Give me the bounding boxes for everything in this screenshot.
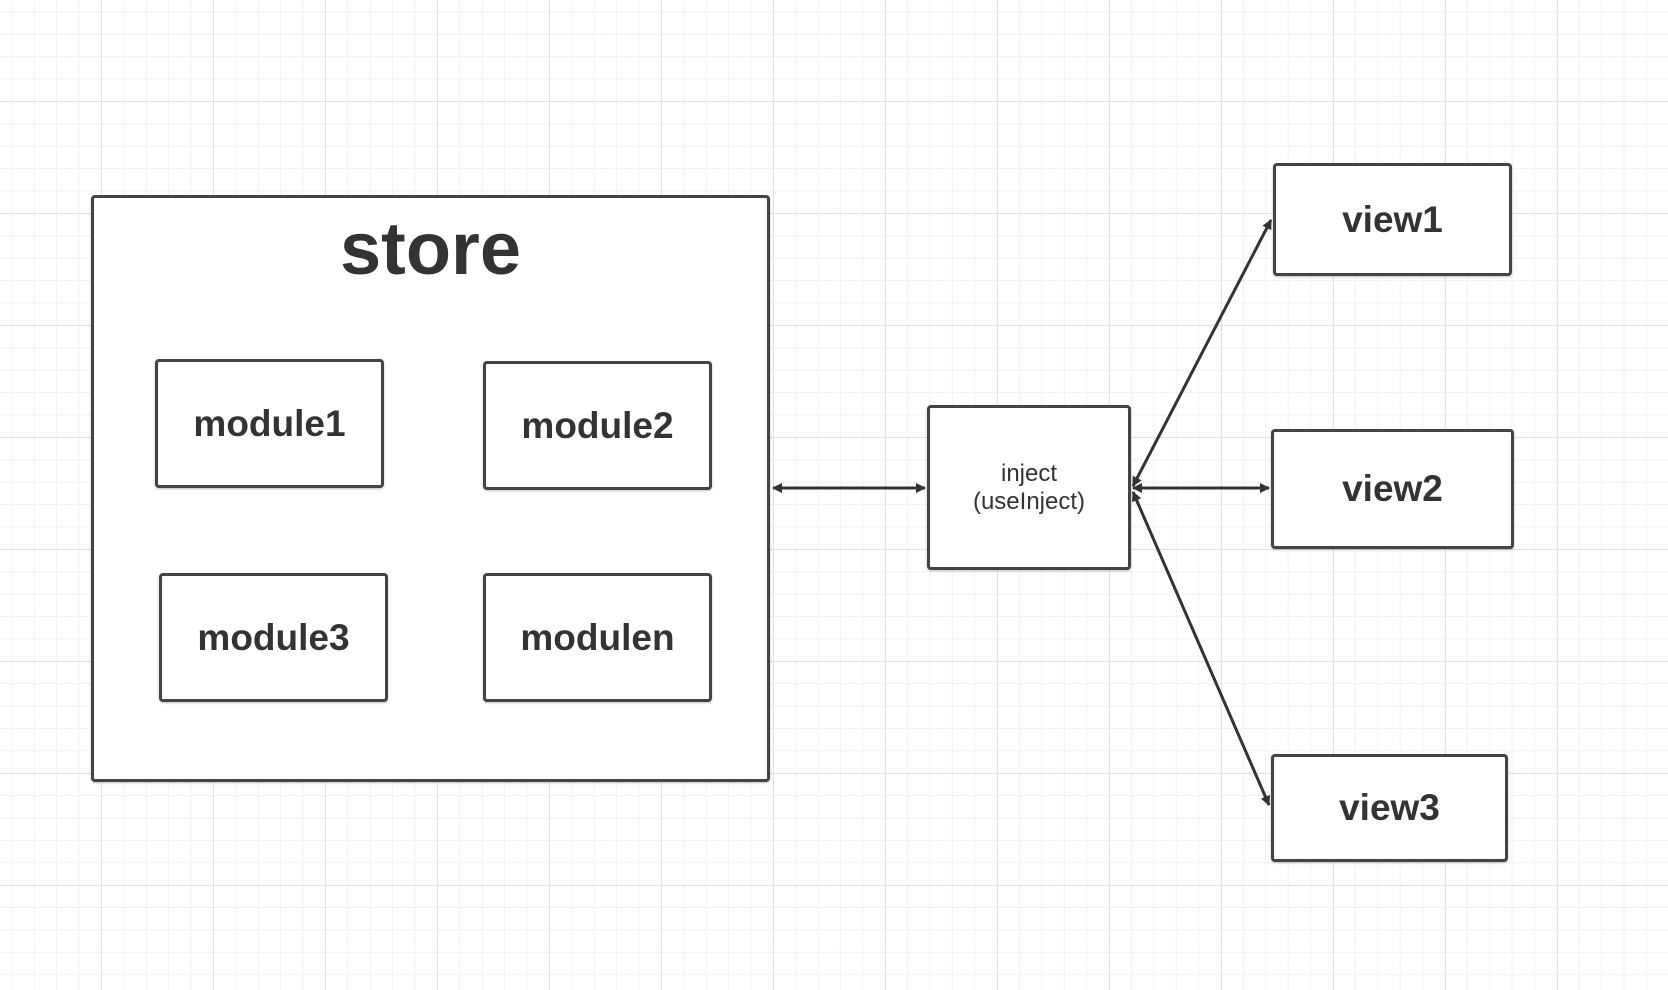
- view2-box: view2: [1271, 429, 1514, 549]
- modulen-label: modulen: [520, 616, 675, 658]
- inject-view1-arrow: [1131, 219, 1273, 487]
- inject-sublabel: (useInject): [972, 487, 1086, 515]
- module2-label: module2: [521, 404, 674, 446]
- store-title: store: [340, 207, 521, 290]
- module3-box: module3: [159, 573, 388, 702]
- view2-label: view2: [1342, 468, 1443, 509]
- module3-label: module3: [197, 616, 350, 658]
- module2-box: module2: [483, 361, 712, 490]
- view1-box: view1: [1273, 163, 1512, 276]
- module1-box: module1: [155, 359, 384, 488]
- view3-label: view3: [1339, 787, 1440, 828]
- modulen-box: modulen: [483, 573, 712, 702]
- inject-view3-arrow: [1131, 491, 1271, 806]
- inject-label: inject: [1000, 459, 1058, 487]
- view1-label: view1: [1342, 198, 1443, 240]
- module1-label: module1: [193, 402, 346, 444]
- inject-box: inject (useInject): [927, 405, 1131, 570]
- view3-box: view3: [1271, 754, 1508, 862]
